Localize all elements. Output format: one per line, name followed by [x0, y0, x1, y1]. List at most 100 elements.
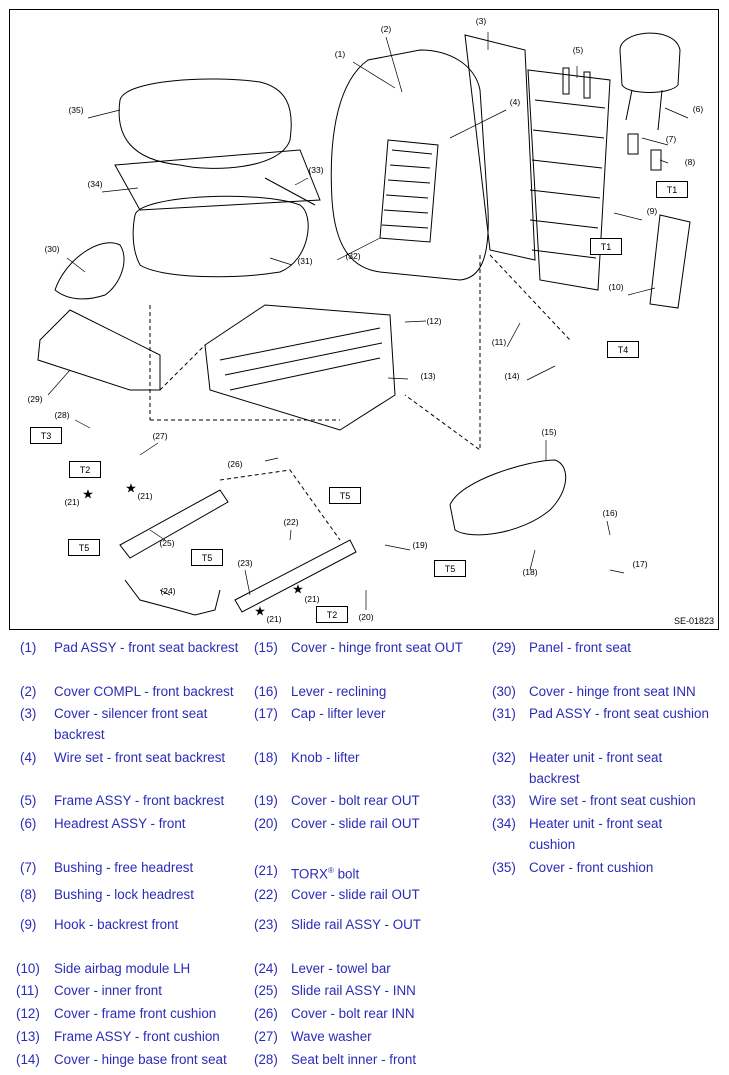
callout-30: (30)	[44, 244, 60, 254]
legend-num: (1)	[20, 640, 37, 655]
legend-num: (23)	[254, 917, 278, 932]
legend-num: (25)	[254, 983, 278, 998]
legend-num: (6)	[20, 816, 37, 831]
legend-num: (29)	[492, 640, 516, 655]
legend-text: Frame ASSY - front cushion	[54, 1029, 220, 1044]
legend-text: Cover - slide rail OUT	[291, 816, 420, 831]
callout-20: (20)	[358, 612, 374, 622]
callout-1: (1)	[334, 49, 346, 59]
torque-tag-t5-right: T5	[434, 560, 466, 577]
legend-num: (20)	[254, 816, 278, 831]
star-symbol-left: ★	[82, 486, 94, 502]
slide-rail-out-shape	[234, 539, 357, 613]
legend-text: Heater unit - front seat cushion	[529, 816, 663, 852]
silencer-cover-shape	[464, 34, 536, 261]
callout-17: (17)	[632, 559, 648, 569]
legend-num: (3)	[20, 706, 37, 721]
legend-text: Lever - reclining	[291, 684, 387, 699]
torque-tag-t5-left: T5	[68, 539, 100, 556]
legend-num: (9)	[20, 917, 37, 932]
callout-6: (6)	[692, 104, 704, 114]
slide-rail-inn-shape	[119, 489, 229, 559]
callout-26: (26)	[227, 459, 243, 469]
callout-7: (7)	[665, 134, 677, 144]
legend-text: Wave washer	[291, 1029, 372, 1044]
callout-28: (28)	[54, 410, 70, 420]
legend-text: Cover - frame front cushion	[54, 1006, 217, 1021]
legend-num: (28)	[254, 1052, 278, 1067]
legend-num: (32)	[492, 750, 516, 765]
legend-num: (35)	[492, 860, 516, 875]
legend-num: (30)	[492, 684, 516, 699]
cushion-cover-shape	[118, 78, 292, 169]
legend-text: Wire set - front seat cushion	[529, 793, 696, 808]
cushion-pad-shape	[132, 195, 309, 278]
callout-5: (5)	[572, 45, 584, 55]
legend-text: Slide rail ASSY - OUT	[291, 917, 421, 932]
legend-num: (2)	[20, 684, 37, 699]
figure-code: SE-01823	[673, 616, 714, 626]
legend-text: Cover - hinge front seat OUT	[291, 640, 463, 655]
callout-2: (2)	[380, 24, 392, 34]
legend-num: (11)	[16, 983, 39, 998]
callout-29: (29)	[27, 394, 43, 404]
backrest-heater-shape	[379, 139, 439, 243]
legend-num: (22)	[254, 887, 278, 902]
callout-18: (18)	[522, 567, 538, 577]
legend-text: Cover - hinge base front seat	[54, 1052, 227, 1067]
torque-tag-t1-lower: T1	[590, 238, 622, 255]
torque-tag-t3: T3	[30, 427, 62, 444]
torque-tag-t1-upper: T1	[656, 181, 688, 198]
callout-27: (27)	[152, 431, 168, 441]
callout-8: (8)	[684, 157, 696, 167]
callout-21b: (21)	[64, 497, 80, 507]
panel-shape	[37, 309, 161, 391]
callout-14: (14)	[504, 371, 520, 381]
legend-text: Cover - silencer front seat backrest	[54, 706, 208, 742]
callout-3: (3)	[475, 16, 487, 26]
callout-21a: (21)	[137, 491, 153, 501]
legend-num: (31)	[492, 706, 516, 721]
legend-text: TORX® bolt	[291, 860, 491, 884]
legend-text: Knob - lifter	[291, 750, 360, 765]
callout-34: (34)	[87, 179, 103, 189]
registered-mark: ®	[327, 866, 334, 875]
airbag-shape	[649, 214, 691, 309]
legend-text: Cover - inner front	[54, 983, 162, 998]
legend-num: (21)	[254, 863, 278, 878]
callout-21c: (21)	[304, 594, 320, 604]
legend-text: Seat belt inner - front	[291, 1052, 417, 1067]
callout-21d: (21)	[266, 614, 282, 624]
legend-text-bolt: bolt	[333, 866, 360, 882]
towel-bar-shape	[124, 579, 221, 616]
callout-11: (11)	[491, 337, 507, 347]
callout-22: (22)	[283, 517, 299, 527]
cushion-frame-shape	[204, 304, 396, 431]
callout-25: (25)	[159, 538, 175, 548]
legend-text: Cap - lifter lever	[291, 706, 386, 721]
legend-num: (12)	[16, 1006, 40, 1021]
star-symbol-upper-left: ★	[125, 480, 137, 496]
torque-tag-t4: T4	[607, 341, 639, 358]
legend-num: (7)	[20, 860, 37, 875]
callout-33: (33)	[308, 165, 324, 175]
callout-24: (24)	[160, 586, 176, 596]
legend-num: (34)	[492, 816, 516, 831]
legend-num: (19)	[254, 793, 278, 808]
exploded-parts-diagram: (1) (2) (3) (4) (5) (6) (7) (8) (9) (10)…	[9, 9, 719, 630]
callout-9: (9)	[646, 206, 658, 216]
legend-text: Hook - backrest front	[54, 917, 179, 932]
legend-text: Frame ASSY - front backrest	[54, 793, 225, 808]
legend-num: (5)	[20, 793, 37, 808]
headrest-shape	[619, 32, 681, 93]
legend-text: Heater unit - front seat backrest	[529, 750, 663, 786]
legend-text: Panel - front seat	[529, 640, 631, 655]
callout-10: (10)	[608, 282, 624, 292]
callout-32: (32)	[345, 251, 361, 261]
parts-drawing	[37, 32, 691, 616]
torque-tag-t5-rail: T5	[191, 549, 223, 566]
legend-num: (10)	[16, 961, 40, 976]
legend-num: (17)	[254, 706, 278, 721]
callout-4: (4)	[509, 97, 521, 107]
callout-16: (16)	[602, 508, 618, 518]
